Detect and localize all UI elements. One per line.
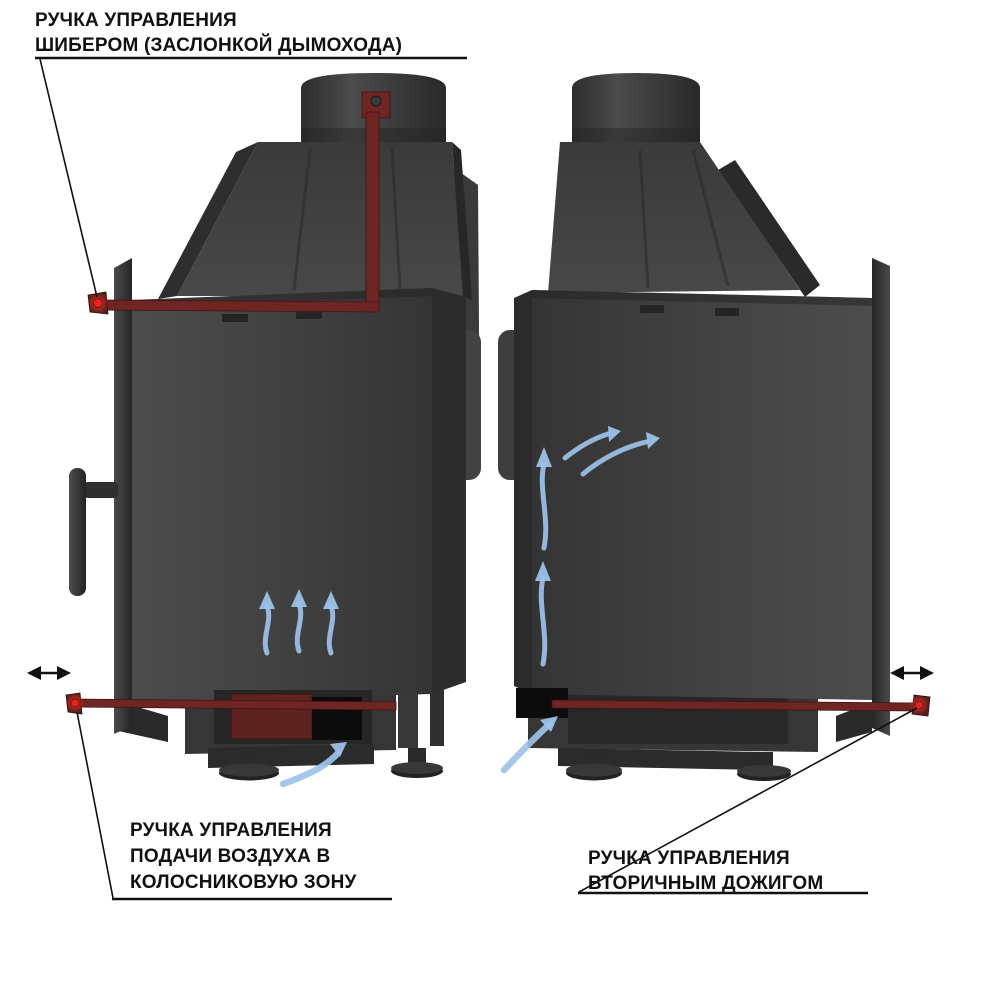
annotation-lines: [35, 56, 918, 901]
firebox-body: [532, 290, 872, 700]
stove-right-view: [498, 73, 934, 781]
label-grate-air-control: РУЧКА УПРАВЛЕНИЯ ПОДАЧИ ВОЗДУХА В КОЛОСН…: [130, 818, 357, 896]
label-grate-air-line1: РУЧКА УПРАВЛЕНИЯ: [130, 820, 332, 841]
door-handle: [69, 468, 86, 596]
handle-indicator-dot-icon: [914, 700, 924, 710]
handle-indicator-dot-icon: [93, 298, 103, 308]
smoke-hood: [548, 142, 800, 293]
double-headed-arrow-icon: [27, 666, 71, 680]
label-secondary-burn-control: РУЧКА УПРАВЛЕНИЯ ВТОРИЧНЫМ ДОЖИГОМ: [588, 846, 823, 896]
rear-panel: [718, 160, 820, 297]
secondary-burn-rod: [551, 694, 931, 717]
leader-grate-air: [76, 711, 114, 899]
firebox-body: [132, 288, 432, 702]
airflow-arrow-icon: [500, 426, 660, 774]
label-damper-control: РУЧКА УПРАВЛЕНИЯ ШИБЕРОМ (ЗАСЛОНКОЙ ДЫМО…: [35, 8, 402, 58]
ash-recess: [568, 692, 788, 744]
label-damper-line1: РУЧКА УПРАВЛЕНИЯ: [35, 10, 237, 31]
chimney-pipe: [572, 73, 700, 142]
hood-edge: [158, 142, 258, 299]
stove-left-view: [27, 73, 481, 788]
label-secondary-line2: ВТОРИЧНЫМ ДОЖИГОМ: [588, 873, 824, 894]
label-grate-air-line3: КОЛОСНИКОВУЮ ЗОНУ: [130, 872, 357, 893]
rear-flange: [872, 258, 890, 736]
label-damper-line2: ШИБЕРОМ (ЗАСЛОНКОЙ ДЫМОХОДА): [35, 35, 403, 56]
pivot: [370, 95, 382, 107]
front-flange: [114, 258, 132, 734]
pedestal: [208, 744, 374, 768]
handle-indicator-dot-icon: [70, 698, 80, 708]
pedestal: [558, 748, 762, 770]
double-headed-arrow-icon: [890, 666, 934, 680]
label-grate-air-line2: ПОДАЧИ ВОЗДУХА В: [130, 846, 331, 867]
damper-linkage: [87, 91, 391, 315]
leader-damper: [39, 58, 98, 298]
smoke-hood: [177, 142, 463, 296]
grate-air-rod: [65, 692, 397, 715]
airflow-arrow-icon: [259, 589, 347, 788]
label-secondary-line1: РУЧКА УПРАВЛЕНИЯ: [588, 848, 790, 869]
leader-secondary: [578, 707, 918, 893]
